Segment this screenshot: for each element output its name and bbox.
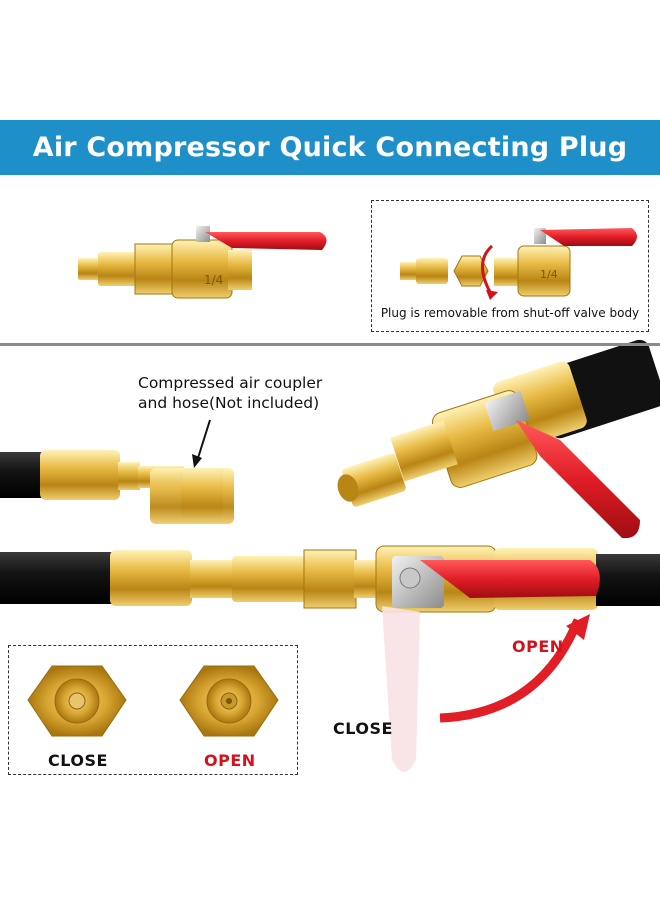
valve-closeup [337,339,660,539]
exploded-valve-view [400,228,637,300]
fitting-close-label: CLOSE [48,751,108,770]
fitting-open-label: OPEN [204,751,256,770]
coupler-note-line1: Compressed air coupler [138,374,323,392]
valve-marking-exploded: 1/4 [540,268,558,281]
upper-hose [0,450,234,524]
valve-marking: 1/4 [204,273,223,287]
fitting-open [179,665,279,737]
arrow-to-coupler [192,419,211,468]
coupler-note: Compressed air coupler and hose(Not incl… [138,373,322,413]
banner-title: Air Compressor Quick Connecting Plug [32,132,628,163]
fitting-close [27,665,127,737]
valve-assembly-top-left [78,226,327,299]
handle-open-label: OPEN [512,637,564,656]
lower-hose-assembly [0,545,660,772]
removable-caption: Plug is removable from shut-off valve bo… [380,306,640,320]
coupler-note-line2: and hose(Not included) [138,394,320,412]
handle-close-label: CLOSE [333,719,393,738]
title-banner: Air Compressor Quick Connecting Plug [0,120,660,175]
valve-states-box [8,645,298,775]
section-divider [0,343,660,346]
removable-plug-box [371,200,649,332]
